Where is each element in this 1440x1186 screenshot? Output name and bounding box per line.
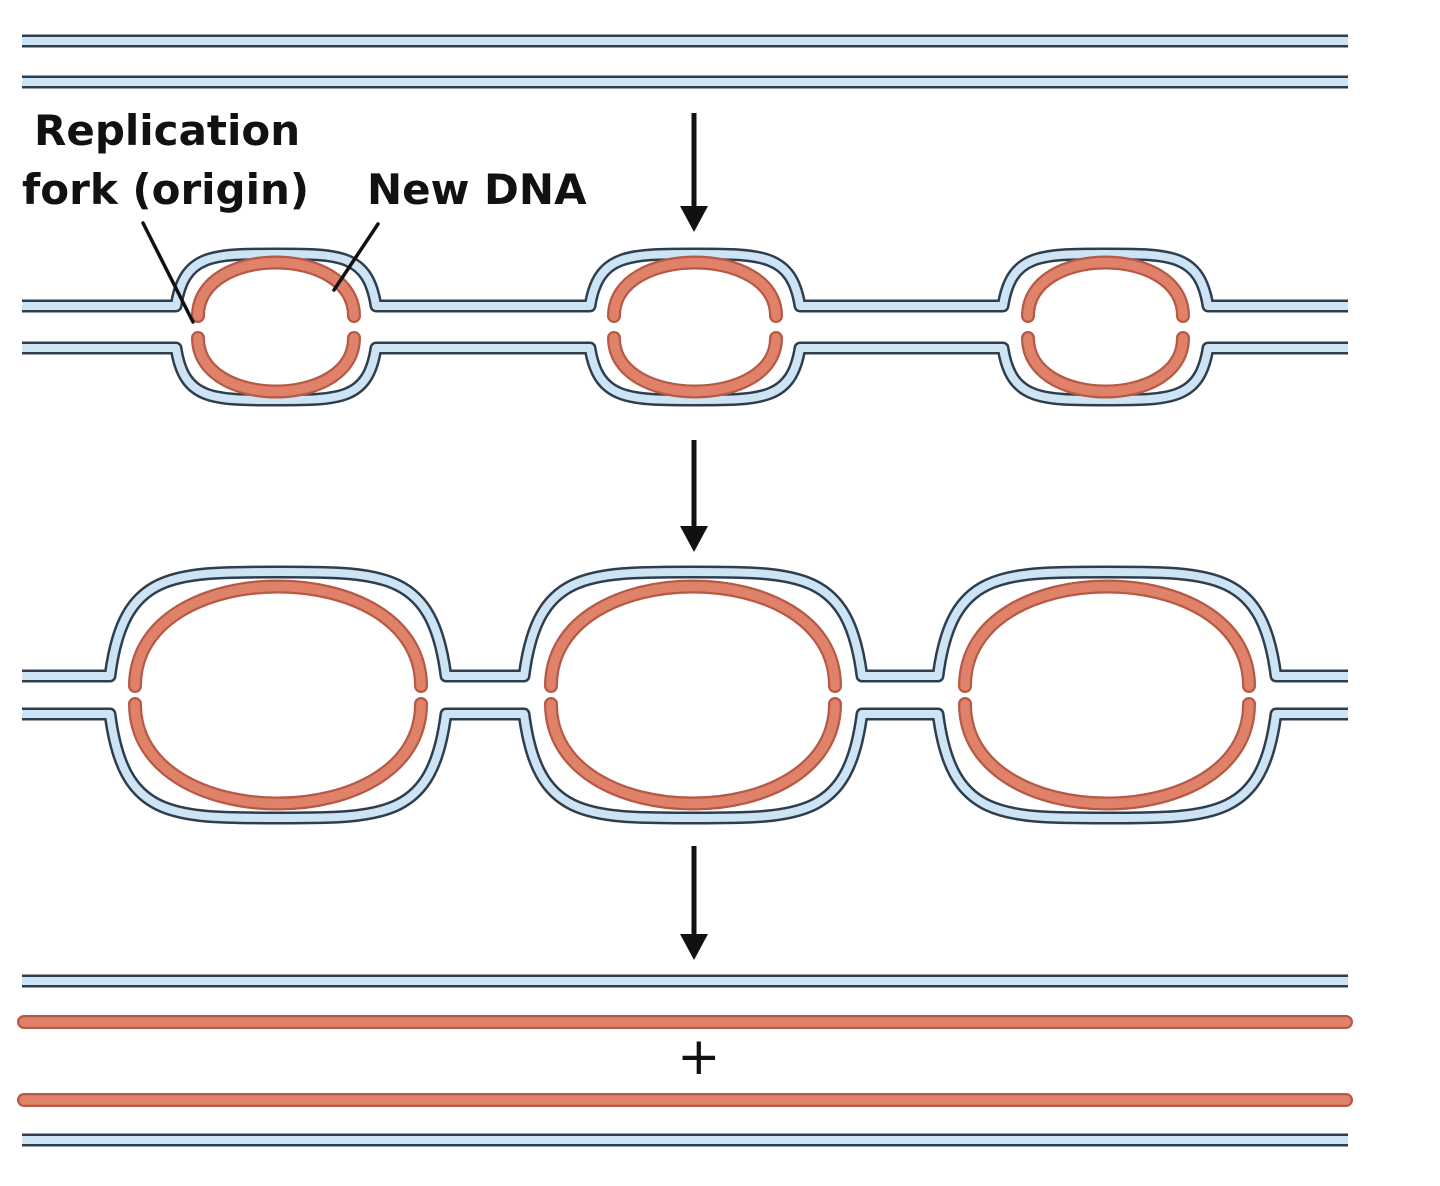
early-new-strand-top-1 bbox=[191, 255, 361, 323]
late-parental-bottom bbox=[22, 707, 1348, 825]
late-new-strand-bottom-2 bbox=[544, 697, 842, 811]
late-parental-top bbox=[22, 565, 1348, 683]
early-new-strand-top-2 bbox=[607, 255, 783, 323]
fork-pointer-line bbox=[141, 221, 195, 324]
dna-strands bbox=[17, 34, 1353, 1147]
early-parental-bottom bbox=[22, 341, 1348, 407]
early-new-strand-bottom-1 bbox=[191, 331, 361, 399]
early-new-strand-bottom-3 bbox=[1021, 331, 1190, 399]
late-new-strand-top-2 bbox=[544, 579, 842, 693]
arrow-stage2-to-stage3 bbox=[680, 440, 708, 552]
late-new-strand-bottom-3 bbox=[958, 697, 1256, 811]
late-new-strand-top-3 bbox=[958, 579, 1256, 693]
early-new-strand-bottom-2 bbox=[607, 331, 783, 399]
new-dna-pointer-line bbox=[332, 222, 380, 292]
late-new-strand-top-1 bbox=[128, 579, 428, 693]
arrow-stage1-to-stage2 bbox=[680, 113, 708, 232]
new-dna-label: New DNA bbox=[367, 165, 587, 214]
replication-fork-label-line1: Replication bbox=[34, 106, 300, 155]
early-new-strand-top-3 bbox=[1021, 255, 1190, 323]
arrow-stage3-to-stage4 bbox=[680, 846, 708, 960]
plus-sign: + bbox=[677, 1027, 721, 1087]
replication-fork-label-line2: fork (origin) bbox=[22, 165, 309, 214]
stage-arrows bbox=[680, 113, 708, 960]
early-parental-top bbox=[22, 247, 1348, 313]
label-pointers bbox=[141, 221, 380, 324]
late-new-strand-bottom-1 bbox=[128, 697, 428, 811]
